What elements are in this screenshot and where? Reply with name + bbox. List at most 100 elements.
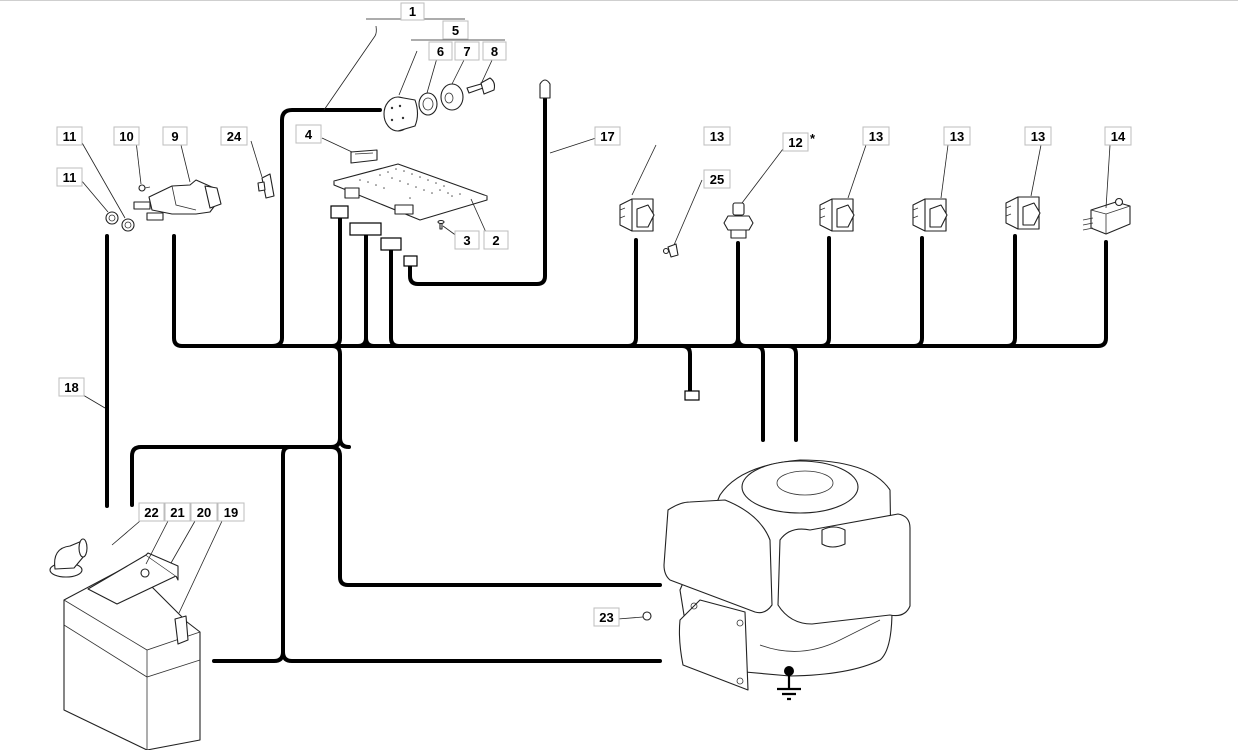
ignition-switch bbox=[383, 96, 419, 132]
svg-text:25: 25 bbox=[710, 172, 724, 187]
engine-wire-1 bbox=[754, 344, 765, 442]
connectors bbox=[330, 79, 700, 401]
connector-block bbox=[684, 390, 700, 401]
safety-switch bbox=[1005, 196, 1041, 230]
svg-text:19: 19 bbox=[224, 505, 238, 520]
callout-13: 13 bbox=[1024, 126, 1052, 146]
svg-text:13: 13 bbox=[1031, 129, 1045, 144]
callout-9: 9 bbox=[162, 126, 188, 146]
callout-11: 11 bbox=[56, 167, 83, 187]
svg-text:6: 6 bbox=[437, 44, 444, 59]
callout-23: 23 bbox=[593, 607, 620, 627]
ground-symbol-icon bbox=[777, 666, 801, 701]
cable-clip-small bbox=[662, 243, 679, 258]
pressure-sensor bbox=[723, 202, 754, 239]
svg-text:13: 13 bbox=[869, 129, 883, 144]
safety-switch bbox=[819, 198, 855, 232]
callout-20: 20 bbox=[190, 502, 218, 522]
ground-wire bbox=[212, 445, 662, 663]
svg-text:9: 9 bbox=[171, 129, 178, 144]
callout-17: 17 bbox=[594, 126, 621, 146]
micro-switch bbox=[1082, 197, 1131, 235]
top-border bbox=[0, 0, 1238, 1]
callout-13: 13 bbox=[943, 126, 971, 146]
callout-1: 1 bbox=[400, 2, 425, 21]
cable-terminal-icon bbox=[539, 79, 551, 99]
svg-text:8: 8 bbox=[491, 44, 498, 59]
terminal-cap bbox=[49, 538, 88, 578]
callout-24: 24 bbox=[220, 126, 248, 146]
engine bbox=[663, 459, 911, 691]
callout-4: 4 bbox=[295, 124, 322, 144]
svg-text:12: 12 bbox=[788, 135, 802, 150]
callout-13: 13 bbox=[703, 126, 731, 146]
callout-19: 19 bbox=[217, 502, 245, 522]
svg-text:17: 17 bbox=[600, 129, 614, 144]
starter-solenoid bbox=[133, 179, 222, 221]
sensor-12-wire bbox=[728, 241, 748, 348]
callout-11: 11 bbox=[56, 126, 83, 146]
svg-text:5: 5 bbox=[452, 23, 459, 38]
switch-nut bbox=[418, 92, 438, 116]
switch-cover bbox=[440, 83, 464, 111]
callout-18: 18 bbox=[58, 377, 85, 397]
switch-13c-wire bbox=[912, 236, 924, 348]
safety-switch bbox=[912, 198, 948, 232]
svg-text:23: 23 bbox=[599, 610, 613, 625]
svg-text:2: 2 bbox=[492, 233, 499, 248]
callout-14: 14 bbox=[1104, 126, 1132, 146]
board-connector bbox=[350, 149, 378, 164]
ground-nut bbox=[642, 611, 652, 621]
callout-10: 10 bbox=[113, 126, 140, 146]
callout-labels: 1 5 6 7 8 11 11 10 9 24 4 3 2 17 13 25 1… bbox=[56, 2, 1132, 627]
svg-text:4: 4 bbox=[305, 127, 313, 142]
svg-text:18: 18 bbox=[64, 380, 78, 395]
callout-13: 13 bbox=[862, 126, 890, 146]
engine-feed-wire bbox=[329, 436, 662, 587]
board-wire-1 bbox=[330, 216, 342, 348]
connector-drop-wire bbox=[680, 344, 692, 394]
svg-text:10: 10 bbox=[119, 129, 133, 144]
svg-text:13: 13 bbox=[710, 129, 724, 144]
callout-8: 8 bbox=[482, 41, 507, 61]
main-trunk-wire bbox=[172, 234, 1108, 348]
svg-text:21: 21 bbox=[170, 505, 184, 520]
switch-13b-wire bbox=[819, 236, 831, 348]
callout-21: 21 bbox=[164, 502, 191, 522]
svg-text:13: 13 bbox=[950, 129, 964, 144]
callout-25: 25 bbox=[703, 169, 731, 189]
battery-bracket bbox=[87, 552, 179, 605]
terminal-nut bbox=[121, 218, 135, 232]
connector-block bbox=[330, 205, 349, 219]
wiring-harness bbox=[105, 96, 1108, 663]
callout-5: 5 bbox=[442, 20, 469, 40]
svg-text:7: 7 bbox=[463, 44, 470, 59]
board-wire-3 bbox=[389, 246, 401, 348]
callout-7: 7 bbox=[454, 41, 480, 61]
cable-clip bbox=[257, 173, 275, 199]
callout-6: 6 bbox=[428, 41, 453, 61]
callout-2: 2 bbox=[483, 230, 509, 250]
callout-12: 12 bbox=[782, 132, 809, 152]
accessory-cable-17 bbox=[408, 96, 547, 286]
switch-13a-wire bbox=[626, 238, 638, 348]
terminal-nut bbox=[105, 211, 119, 225]
svg-text:24: 24 bbox=[227, 129, 242, 144]
callout-22: 22 bbox=[138, 502, 165, 522]
svg-text:11: 11 bbox=[63, 170, 77, 185]
svg-text:14: 14 bbox=[1111, 129, 1126, 144]
svg-text:20: 20 bbox=[197, 505, 211, 520]
connector-block bbox=[349, 222, 382, 236]
safety-switch bbox=[619, 198, 655, 232]
svg-text:11: 11 bbox=[63, 129, 77, 144]
ignition-key bbox=[466, 77, 496, 95]
asterisk-annotation: * bbox=[810, 131, 816, 146]
board-screw bbox=[437, 219, 445, 230]
connector-block bbox=[403, 255, 418, 267]
svg-text:3: 3 bbox=[463, 233, 470, 248]
vertical-trunk-wire bbox=[130, 344, 342, 507]
solenoid-screw bbox=[138, 184, 151, 192]
connector-block bbox=[380, 237, 402, 251]
svg-text:22: 22 bbox=[144, 505, 158, 520]
